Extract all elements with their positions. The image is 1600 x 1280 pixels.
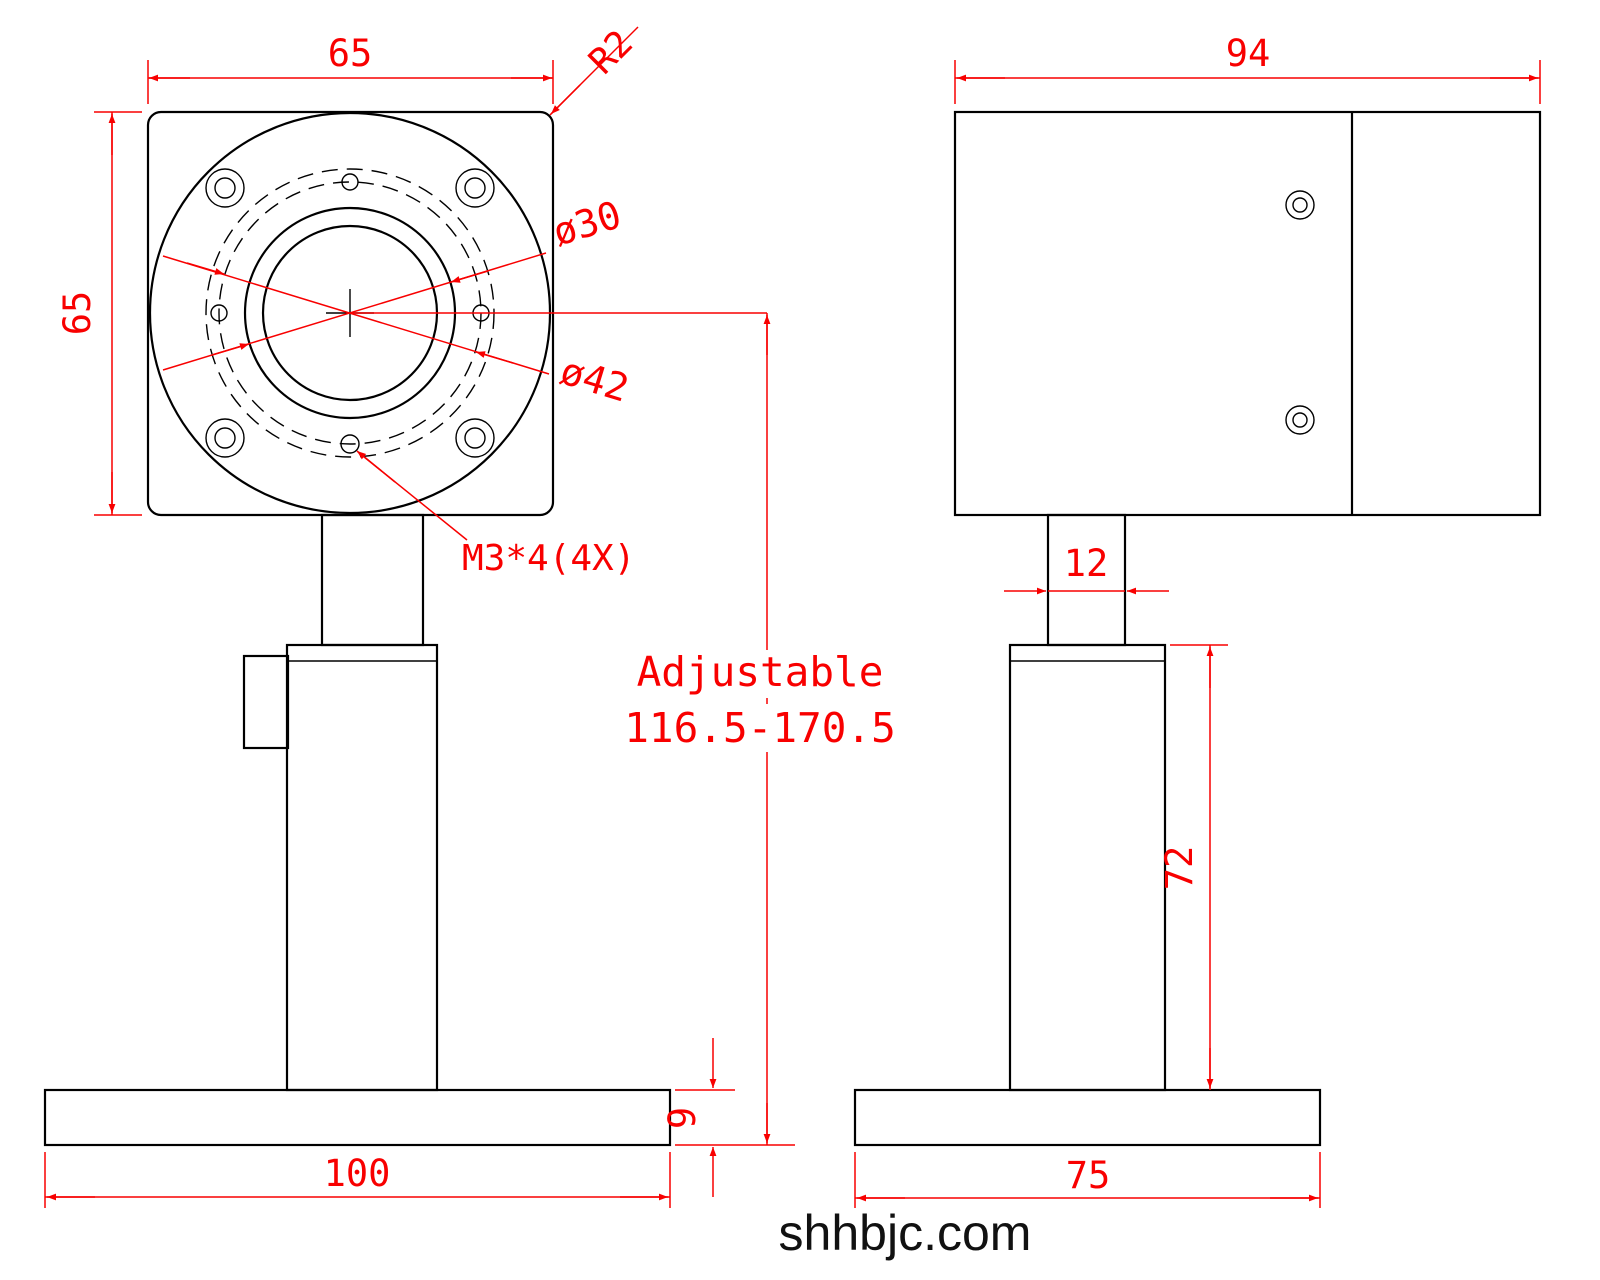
dim-front-width: 65 (328, 32, 373, 75)
lock-knob (242, 654, 290, 750)
dim-side-base-width: 75 (1066, 1154, 1111, 1197)
side-view-dimensions: 94 12 72 75 (854, 32, 1541, 1208)
side-column (1008, 643, 1167, 1092)
front-base-plate (43, 1088, 672, 1147)
corner-screw-bottom-right (455, 418, 495, 458)
dim-post-width: 12 (1064, 542, 1109, 585)
m3-hole-bottom (340, 434, 360, 454)
front-column (285, 643, 439, 1092)
dim-base-thickness: 9 (661, 1107, 704, 1129)
m3-hole-top (341, 173, 359, 191)
dim-column-height: 72 (1158, 846, 1201, 891)
front-post (320, 513, 425, 647)
dim-aperture-diameter: ø30 (548, 192, 627, 254)
dim-side-width: 94 (1226, 32, 1271, 75)
corner-screw-bottom-left (205, 418, 245, 458)
side-screw-upper (1285, 190, 1315, 220)
corner-screw-top-right (455, 168, 495, 208)
dim-bolt-circle-diameter: ø42 (555, 349, 634, 411)
dim-front-base-width: 100 (324, 1152, 391, 1195)
dim-thread-note: M3*4(4X) (462, 538, 635, 579)
front-view-geometry (43, 110, 672, 1147)
side-base-plate (853, 1088, 1322, 1147)
front-view-dimensions: 65 65 R2 ø30 ø42 M3*4(4X) Adjustable 116… (44, 23, 918, 1208)
m3-hole-left (210, 304, 228, 322)
side-body-outline (953, 110, 1542, 517)
dim-adjustable-label: Adjustable (637, 648, 884, 696)
dim-adjustable-range: 116.5-170.5 (624, 704, 896, 752)
side-view-geometry (853, 110, 1542, 1147)
side-screw-lower (1285, 405, 1315, 435)
dim-front-height: 65 (56, 291, 99, 336)
corner-screw-top-left (205, 168, 245, 208)
watermark-text: shhbjc.com (779, 1205, 1032, 1261)
dim-corner-radius: R2 (581, 23, 641, 83)
